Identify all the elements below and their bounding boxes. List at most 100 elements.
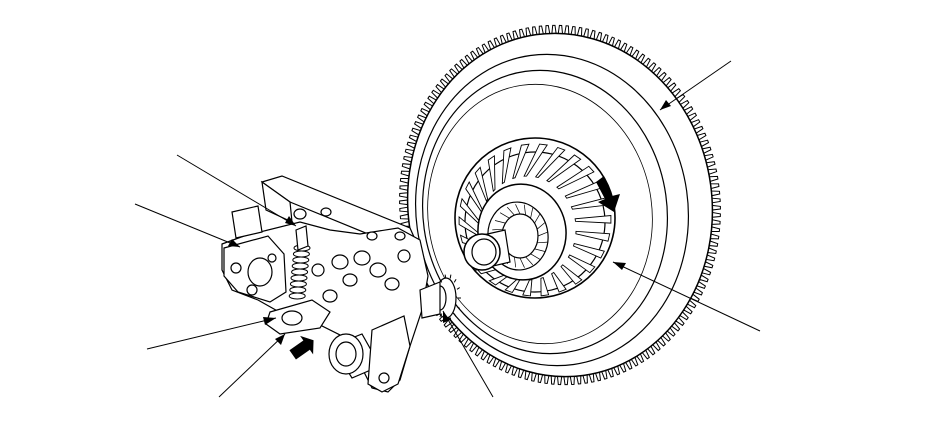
spring-coil <box>292 256 310 264</box>
input-shaft-end-inner <box>471 238 497 266</box>
pump-gear-tooth <box>456 306 460 309</box>
port-1 <box>331 254 349 270</box>
valve-spring <box>288 225 311 300</box>
spline-line <box>534 214 541 224</box>
spline-line <box>523 204 526 216</box>
port-4 <box>342 273 358 287</box>
flywheel-face-outer <box>414 53 690 367</box>
valve-body <box>221 175 461 393</box>
converter-vane <box>487 154 496 193</box>
spring-coil <box>289 286 307 294</box>
converter-vane <box>501 147 512 185</box>
pump-gear-tooth <box>453 278 457 283</box>
valve-stem <box>295 225 309 251</box>
bracket-hole-large <box>247 257 273 287</box>
converter-vane <box>522 279 533 297</box>
spline-line <box>534 248 546 252</box>
port-8 <box>311 263 325 277</box>
outlet-pipe-bore <box>335 341 357 367</box>
spline-line <box>537 231 548 237</box>
arrowhead-ring-gear <box>660 100 671 110</box>
spline-line <box>519 257 525 268</box>
spline-line <box>499 212 510 219</box>
spline-line <box>494 220 506 224</box>
arrowhead-detent-lever <box>275 334 285 345</box>
converter-vane <box>534 146 566 178</box>
torque-converter <box>454 137 616 299</box>
callout-shift-valve <box>176 154 297 227</box>
top-bolt-4 <box>394 231 406 241</box>
top-bolt-3 <box>366 231 378 241</box>
input-shaft-end <box>463 233 501 271</box>
spline-line <box>530 253 541 260</box>
callout-pump-gear <box>442 310 494 398</box>
top-bolt-2 <box>320 207 332 217</box>
lever-pivot <box>281 310 303 326</box>
converter-vanes <box>458 143 612 297</box>
converter-vane <box>540 277 550 297</box>
callout-lines <box>134 60 761 398</box>
bracket-hole-low <box>246 284 258 296</box>
pump-gear-tooth <box>449 274 452 279</box>
rotation-arrow-right <box>596 176 620 212</box>
callout-detent-lever <box>218 333 286 398</box>
arrowhead-detent-spring <box>263 317 276 325</box>
pump-shaft <box>419 281 441 319</box>
direction-arrow-left <box>289 335 314 360</box>
pump-gear-tooth <box>439 278 443 283</box>
leg-bolt <box>378 372 390 384</box>
arrowhead-valve-body <box>228 239 240 247</box>
spring-coil <box>288 292 306 300</box>
arrowhead-converter <box>613 262 626 270</box>
converter-vane <box>560 264 583 285</box>
spline-line <box>515 204 521 215</box>
bracket-hole-left <box>230 262 242 274</box>
flywheel-face-inner <box>421 69 669 355</box>
upper-block <box>231 205 263 239</box>
converter-vane <box>546 154 582 183</box>
ring-gear-root <box>406 32 714 378</box>
spring-coil <box>291 262 309 270</box>
port-3 <box>369 262 387 278</box>
housing-leg <box>367 315 411 393</box>
callout-valve-body <box>134 203 241 248</box>
spline-line <box>530 208 534 219</box>
pump-gear-tooth <box>439 313 443 318</box>
pump-gear-tooth <box>456 287 460 290</box>
spline-line <box>525 256 534 266</box>
port-2 <box>353 250 371 266</box>
converter-vane <box>572 243 605 259</box>
port-5 <box>384 277 400 291</box>
pump-gear-tooth <box>444 274 447 279</box>
converter-vane <box>474 166 489 203</box>
converter-vane <box>556 165 595 190</box>
callout-detent-spring <box>146 317 277 350</box>
spline-line <box>506 206 515 216</box>
converter-vane <box>512 143 530 180</box>
callout-arrowheads <box>228 100 671 345</box>
spline-line <box>514 256 517 268</box>
converter-vane <box>574 215 612 224</box>
converter-vane <box>567 254 596 274</box>
spline-line <box>537 241 548 244</box>
arrowhead-pump-gear <box>443 311 450 323</box>
callout-ring-gear <box>659 60 732 111</box>
spring-coil <box>291 268 309 276</box>
bracket-hole-small <box>267 253 277 263</box>
port-7 <box>397 249 411 263</box>
converter-vane <box>575 230 611 242</box>
spring-coil <box>289 280 307 288</box>
callout-converter <box>612 261 761 332</box>
flywheel-rim-line <box>427 83 653 345</box>
converter-vane <box>551 271 567 293</box>
converter-vane <box>523 143 548 177</box>
arrowhead-shift-valve <box>285 216 296 226</box>
top-bolt-1 <box>293 208 307 220</box>
spline-line <box>536 222 546 230</box>
ring-gear-tooth-profile <box>399 24 721 386</box>
spring-coil <box>292 250 310 258</box>
spline-line <box>492 228 503 231</box>
port-6 <box>322 289 338 303</box>
